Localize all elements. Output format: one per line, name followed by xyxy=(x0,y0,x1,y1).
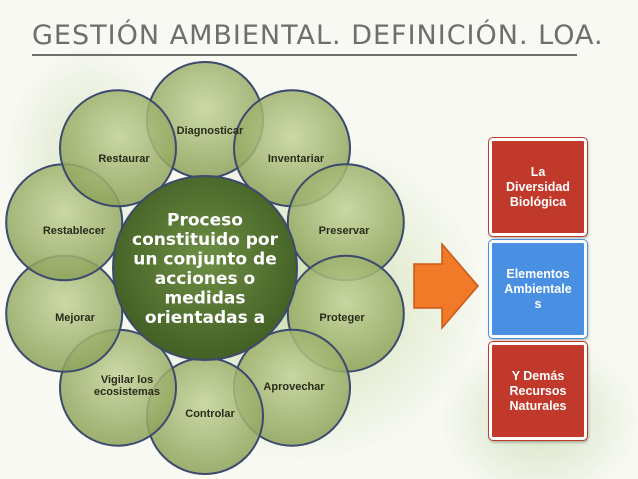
petal-label: Proteger xyxy=(319,312,365,324)
center-text-line: constituido por xyxy=(132,230,279,250)
box-line: La xyxy=(530,164,546,179)
petal-label: Controlar xyxy=(185,408,235,420)
petal-label: Restablecer xyxy=(43,225,106,237)
center-text-line: Proceso xyxy=(167,210,243,230)
box-line: Recursos xyxy=(509,383,567,398)
box-line: Ambientale xyxy=(504,281,572,296)
center-text-line: un conjunto de xyxy=(133,249,276,269)
box-line: Y Demás xyxy=(511,368,565,383)
box-line: s xyxy=(534,296,542,311)
box-line: Naturales xyxy=(509,398,567,413)
box-line: Elementos xyxy=(506,266,570,281)
box-line: Biológica xyxy=(509,194,567,209)
petal-label: Preservar xyxy=(319,225,370,237)
center-circle xyxy=(112,175,298,361)
petal-label: Mejorar xyxy=(55,312,95,324)
center-text-line: orientadas a xyxy=(145,308,265,328)
center-text-line: medidas xyxy=(165,288,246,308)
title-underline xyxy=(32,54,577,56)
page-title: GESTIÓN AMBIENTAL. DEFINICIÓN. LOA. xyxy=(32,20,604,51)
box-y-demas-recursos-naturales: Y Demás Recursos Naturales xyxy=(488,341,588,441)
right-arrow-icon xyxy=(413,241,479,331)
petal-label: Aprovechar xyxy=(263,381,325,393)
box-la-diversidad-biologica: La Diversidad Biológica xyxy=(488,137,588,237)
petal-label: Inventariar xyxy=(268,153,325,165)
box-elementos-ambientales: Elementos Ambientale s xyxy=(488,239,588,339)
petal-label: Diagnosticar xyxy=(177,125,244,137)
petal-circle xyxy=(59,89,177,208)
petal-label: Restaurar xyxy=(98,153,150,165)
center-text-line: acciones o xyxy=(155,269,255,289)
box-line: Diversidad xyxy=(506,179,570,194)
